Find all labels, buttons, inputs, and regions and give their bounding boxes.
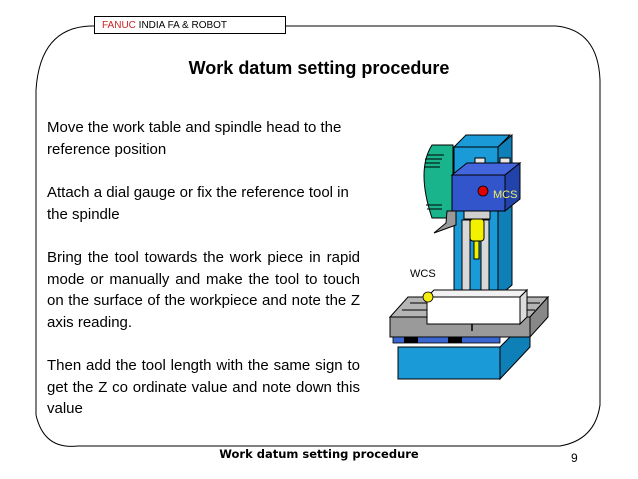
slide-body: Move the work table and spindle head to …	[47, 117, 360, 442]
footer-title: Work datum setting procedure	[219, 447, 419, 461]
wcs-label: WCS	[410, 268, 436, 280]
header-brand-box: FANUC INDIA FA & ROBOT	[94, 16, 286, 34]
step-3-text: Bring the tool towards the work piece in…	[47, 249, 360, 331]
slide-title: Work datum setting procedure	[188, 58, 450, 78]
brand-subtitle: INDIA FA & ROBOT	[135, 20, 228, 31]
step-4-text: Then add the tool length with the same s…	[47, 357, 360, 417]
step-2-text: Attach a dial gauge or fix the reference…	[47, 184, 349, 223]
machine-illustration: MCS WCS	[380, 125, 590, 390]
step-1-text: Move the work table and spindle head to …	[47, 119, 342, 158]
vertical-milling-machine-icon	[388, 133, 550, 381]
page-number: 9	[571, 451, 578, 465]
brand-name: FANUC	[102, 20, 136, 31]
mcs-label: MCS	[493, 189, 518, 201]
